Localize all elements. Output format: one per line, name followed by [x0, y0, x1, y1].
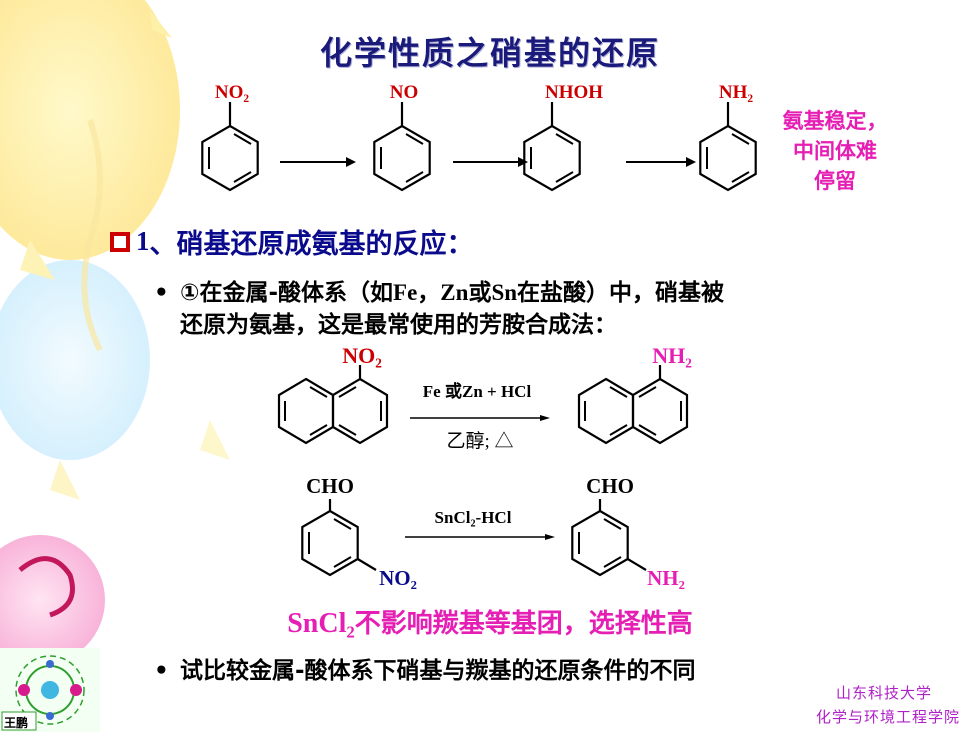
reactant-nitro-label-2: NO₂ — [379, 566, 417, 590]
reagent-above-2: SnCl₂-HCl — [435, 508, 512, 527]
conclusion-text: 不影响羰基等基团，选择性高 — [354, 609, 693, 639]
note-line-3: 停留 — [814, 169, 856, 193]
bullet-dot-icon: • — [154, 280, 169, 306]
heading-number: 1 — [136, 226, 150, 256]
label-nitro: NO₂ — [215, 82, 250, 103]
heading-text: 、硝基还原成氨基的反应： — [149, 229, 474, 260]
section-heading: 1 、硝基还原成氨基的反应： — [110, 222, 474, 261]
blue-balloon — [0, 260, 150, 460]
benzene-hydroxylamine — [523, 102, 581, 192]
bullet-dot-icon-2: • — [154, 658, 169, 684]
benzene-nitro — [201, 102, 259, 192]
product-cho-label: CHO — [586, 474, 634, 498]
reagent-below-1: 乙醇; △ — [446, 430, 513, 452]
product-amine-label-2: NH₂ — [647, 566, 685, 590]
product-amine-label: NH₂ — [652, 345, 692, 368]
footer-university: 山东科技大学 — [835, 684, 932, 702]
reaction-naphthalene: NO₂ Fe 或Zn + HCl 乙醇; △ NH₂ — [277, 345, 692, 452]
bullet1-line1: ①在金属-酸体系（如Fe，Zn或Sn在盐酸）中，硝基被 — [180, 280, 725, 306]
selectivity-conclusion: SnCl₂不影响羰基等基团，选择性高 — [0, 603, 980, 640]
molecule-logo-icon — [0, 648, 100, 732]
bullet1-line2: 还原为氨基，这是最常使用的芳胺合成法： — [180, 312, 617, 338]
pink-swirl — [0, 535, 105, 665]
amine-stability-note: 氨基稳定， 中间体难 停留 — [770, 106, 900, 196]
label-hydroxylamine: NHOH — [545, 82, 603, 103]
reagent-above-1: Fe 或Zn + HCl — [423, 381, 532, 401]
label-nitroso: NO — [390, 82, 419, 103]
nitrobenzaldehyde — [301, 499, 377, 577]
author-logo: 王鹏 — [0, 648, 100, 732]
sncl2-formula: SnCl₂ — [287, 608, 355, 639]
bullet-compare: • 试比较金属-酸体系下硝基与羰基的还原条件的不同 — [154, 655, 696, 687]
benzene-amine — [699, 102, 757, 192]
footer-college: 化学与环境工程学院 — [815, 708, 960, 726]
logo-author-name: 王鹏 — [4, 716, 29, 730]
bullet2-text: 试比较金属-酸体系下硝基与羰基的还原条件的不同 — [180, 658, 696, 684]
benzene-nitroso — [373, 102, 431, 192]
reactant-nitro-label: NO₂ — [342, 345, 382, 368]
label-amine: NH₂ — [719, 82, 754, 103]
naphthylamine — [577, 365, 689, 445]
reduction-sequence-scheme: NO₂ NO NHOH NH₂ — [201, 82, 757, 192]
note-line-1: 氨基稳定， — [782, 109, 888, 133]
note-line-2: 中间体难 — [793, 139, 877, 163]
aminobenzaldehyde — [571, 499, 647, 577]
reaction-benzaldehyde: CHO NO₂ SnCl₂-HCl CHO NH₂ — [301, 474, 685, 590]
slide-title: 化学性质之硝基的还原 — [319, 34, 660, 72]
reactant-cho-label: CHO — [306, 474, 354, 498]
nitronaphthalene — [277, 365, 389, 445]
bullet-metal-acid: • ①在金属-酸体系（如Fe，Zn或Sn在盐酸）中，硝基被 还原为氨基，这是最常… — [154, 277, 725, 341]
checkbox-bullet-icon — [110, 231, 130, 252]
